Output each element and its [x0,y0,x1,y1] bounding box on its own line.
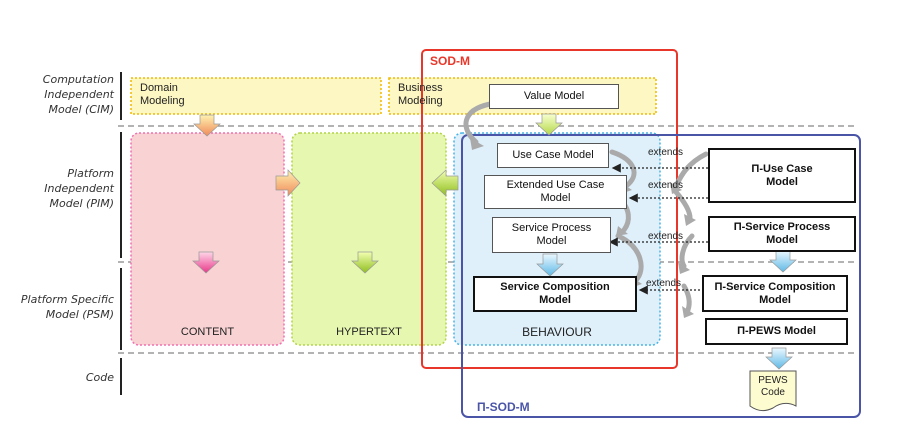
sodm-frame [421,49,678,369]
pews-code-document [749,370,797,412]
business-modeling-label: Business Modeling [398,82,443,107]
value-model-box: Value Model [489,84,619,109]
hypertext-column [291,132,447,346]
use-case-model-box: Use Case Model [497,143,609,168]
arrow-hypertext-down [351,251,379,274]
extends-label-3: extends [648,231,684,242]
arrow-pi-process-down [769,250,797,273]
level-label-code: Code [85,371,114,384]
content-column [130,132,285,346]
pisodm-frame [461,134,861,418]
arrow-pi-pews-down [765,347,793,370]
pi-use-case-model-box: Π-Use Case Model [708,148,856,203]
pi-pews-model-label: Π-PEWS Model [737,325,816,337]
level-label-cim: Computation Independent Model (CIM) [42,73,114,116]
behaviour-column-label: BEHAVIOUR [522,325,592,339]
pi-service-composition-model-box: Π-Service Composition Model [702,275,848,312]
service-composition-model-box: Service Composition Model [473,276,637,312]
hypertext-column-label: HYPERTEXT [336,326,402,338]
pi-use-case-model-label: Π-Use Case Model [751,162,813,188]
extends-arrows [608,163,708,295]
domain-modeling-label: Domain Modeling [140,82,185,107]
arrow-content-down [192,251,220,274]
pi-service-process-model-label: Π-Service Process Model [733,221,831,246]
arrow-content-to-hypertext [275,169,301,197]
level-label-psm: Platform Specific Model (PSM) [20,293,114,321]
arrow-value-down [535,113,563,136]
service-process-model-box: Service Process Model [492,217,611,253]
extends-label-2: extends [648,180,684,191]
pi-service-composition-model-label: Π-Service Composition Model [714,280,836,306]
extends-label-4: extends [646,278,682,289]
level-label-pim: Platform Independent Model (PIM) [44,167,114,210]
extended-use-case-model-box: Extended Use Case Model [484,175,627,209]
value-model-label: Value Model [523,90,585,102]
arrow-domain-down [193,114,221,137]
arrow-behaviour-to-hypertext [431,169,459,197]
pisodm-title: Π-SOD-M [477,400,530,414]
pews-code-label: PEWS Code [758,375,788,398]
service-process-model-label: Service Process Model [511,222,592,247]
content-column-label: CONTENT [180,326,235,338]
extended-use-case-model-label: Extended Use Case Model [506,179,605,204]
pi-pews-model-box: Π-PEWS Model [705,318,848,345]
extends-label-1: extends [648,147,684,158]
arrow-service-down [536,253,564,277]
domain-modeling-box [130,77,382,115]
use-case-model-label: Use Case Model [512,149,594,161]
pi-service-process-model-box: Π-Service Process Model [708,216,856,252]
service-composition-model-label: Service Composition Model [500,281,610,306]
sodm-title: SOD-M [430,54,470,68]
